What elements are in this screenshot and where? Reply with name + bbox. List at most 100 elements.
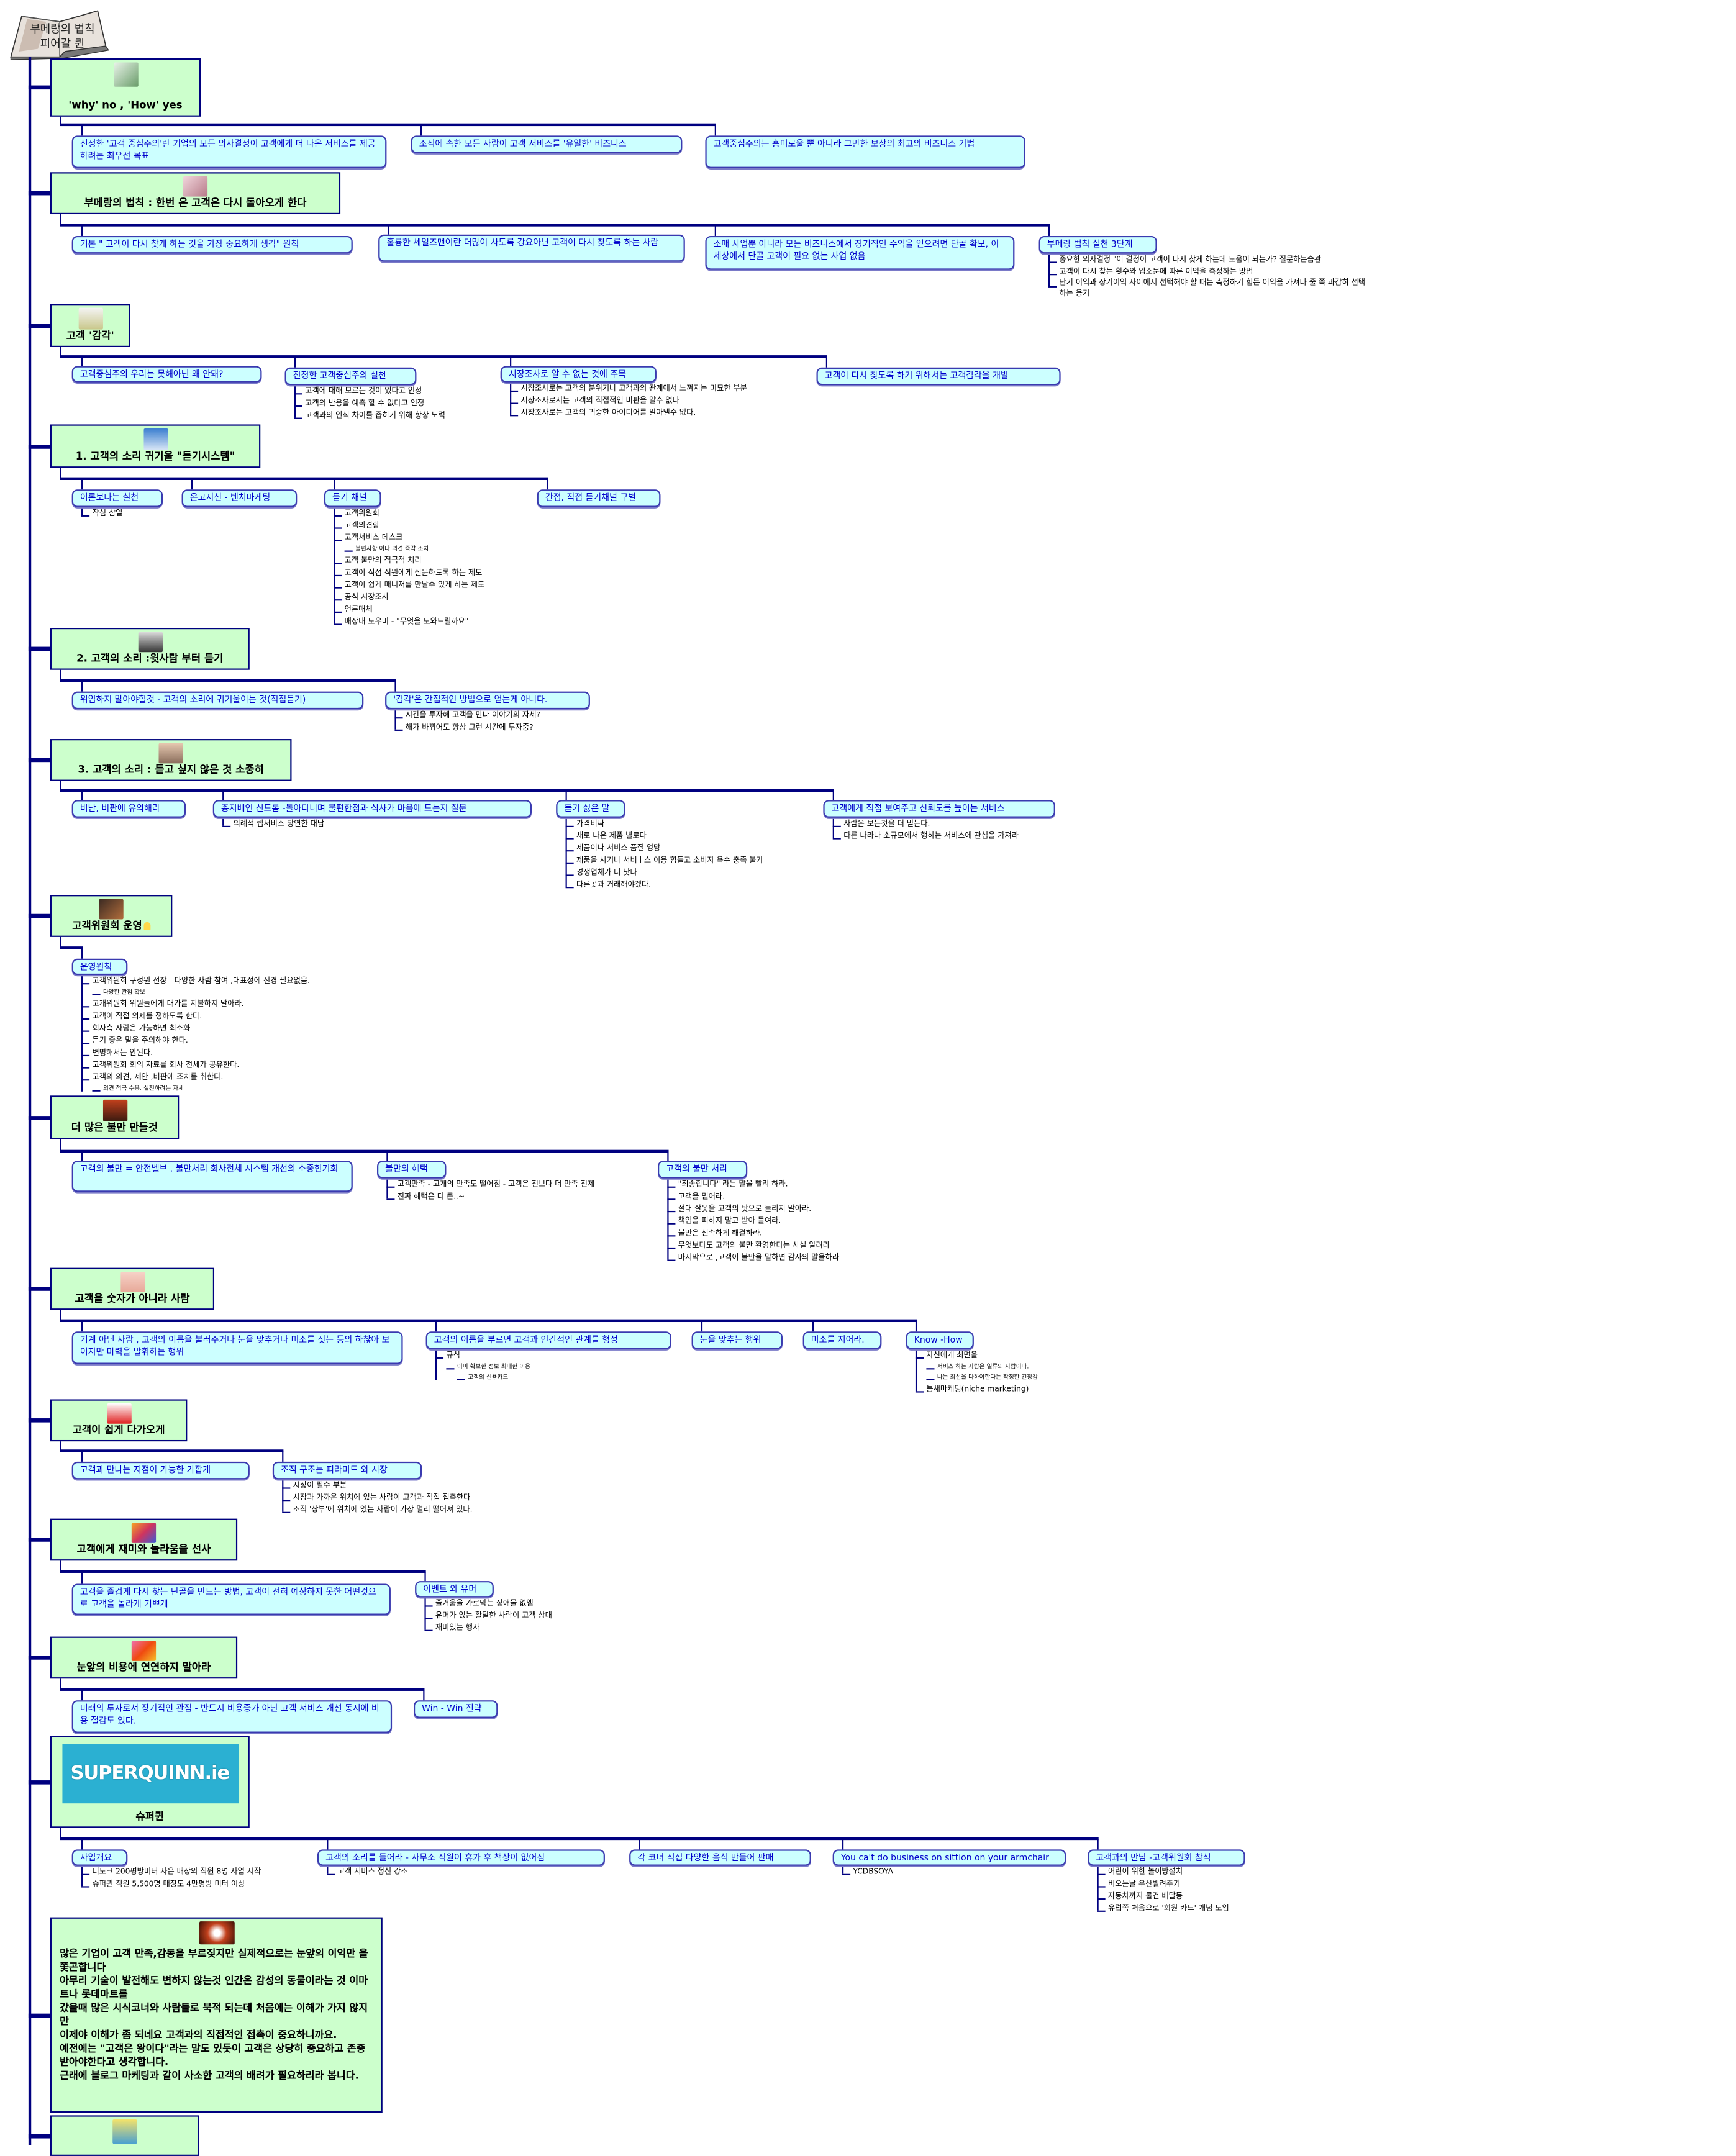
child-node[interactable]: 고객의 이름을 부르면 고객과 인간적인 관계를 형성 — [425, 1331, 671, 1349]
child-node[interactable]: 진정한 고객중심주의 실천 — [284, 367, 417, 386]
topic-node[interactable]: 2. 고객의 소리 :윗사람 부터 듣기 — [50, 628, 250, 670]
sub-item[interactable]: 중요한 의사결정 "이 결정이 고객이 다시 찾게 하는데 도움이 되는가? 질… — [1048, 255, 1371, 268]
sub-item[interactable]: 고객위원회 — [334, 509, 484, 521]
sub-item[interactable]: 경쟁업체가 더 낫다 — [565, 868, 763, 881]
child-node[interactable]: 운영원칙 — [71, 958, 128, 976]
child-node[interactable]: '감각'은 간접적인 방법으로 얻는게 아니다. — [385, 691, 590, 710]
sub-item[interactable]: 규칙 — [435, 1351, 530, 1363]
child-node[interactable]: 불만의 혜택 — [377, 1161, 447, 1179]
child-node[interactable]: 듣기 싫은 말 — [556, 800, 625, 818]
sub-item[interactable]: 시간을 투자해 고객을 만나 이야기의 자세? — [394, 710, 540, 723]
topic-node[interactable]: 3. 고객의 소리 : 듣고 싶지 않은 것 소중히 — [50, 739, 292, 781]
child-node[interactable]: 각 코너 직접 다양한 음식 만들어 판매 — [629, 1849, 811, 1866]
sub-item[interactable]: 시장조사로는 고객의 분위기나 고객과의 관계에서 느껴지는 미묘한 부분 — [510, 384, 747, 396]
child-node[interactable]: 간접, 직접 듣기채널 구별 — [537, 489, 661, 507]
sub-item[interactable]: 다양한 관점 확보 — [92, 989, 310, 999]
sub-item[interactable]: 즐거움을 가로막는 장애물 없앰 — [424, 1598, 552, 1611]
child-node[interactable]: 미소를 지어라. — [802, 1331, 882, 1349]
sub-item[interactable]: 고객의 의견, 제안 ,비판에 조치를 취한다. — [81, 1072, 310, 1085]
child-node[interactable]: 훌륭한 세일즈맨이란 더많이 사도록 강요아닌 고객이 다시 찾도록 하는 사람 — [378, 234, 685, 262]
topic-node[interactable]: 고객 '감각' — [50, 304, 130, 348]
sub-item[interactable]: 고객이 직접 직원에게 질문하도록 하는 제도 — [334, 568, 484, 581]
child-node[interactable]: 시장조사로 알 수 없는 것에 주목 — [500, 366, 657, 383]
topic-node[interactable]: 더 많은 불만 만들것 — [50, 1095, 180, 1139]
sub-item[interactable]: 어린이 위한 놀이방설치 — [1097, 1867, 1229, 1880]
sub-item[interactable]: 고객이 쉽게 매니저를 만날수 있게 하는 제도 — [334, 581, 484, 593]
sub-item[interactable]: 고객을 믿어라. — [667, 1192, 839, 1204]
child-node[interactable]: 고객의 불만 처리 — [658, 1161, 748, 1179]
topic-node[interactable]: 1. 고객의 소리 귀기울 "듣기시스템" — [50, 424, 261, 468]
topic-node[interactable]: 눈앞의 비용에 연연하지 말아라 — [50, 1636, 238, 1679]
child-node[interactable]: 조직 구조는 피라미드 와 시장 — [272, 1461, 422, 1480]
sub-item[interactable]: 고객의견함 — [334, 521, 484, 533]
topic-node[interactable]: 고객에게 재미와 놀라움을 선사 — [50, 1518, 238, 1561]
sub-item[interactable]: 언론매체 — [334, 605, 484, 617]
child-node[interactable]: 비난, 비판에 유의해라 — [71, 800, 186, 818]
topic-node[interactable] — [50, 2115, 199, 2156]
child-node[interactable]: Win - Win 전략 — [413, 1700, 498, 1718]
sub-item[interactable]: 비오는날 우산빌려주기 — [1097, 1879, 1229, 1891]
child-node[interactable]: 고객의 소리를 들어라 - 사무소 직원이 휴가 후 책상이 없어짐 — [317, 1849, 605, 1866]
topic-node[interactable]: 고객위원회 운영 — [50, 895, 173, 937]
sub-item[interactable]: 불편사항 이나 의견 즉각 조치 — [344, 545, 485, 556]
child-node[interactable]: 총지배인 신드롬 -돌아다니며 불편한점과 식사가 마음에 드는지 질문 — [212, 800, 532, 818]
sub-item[interactable]: 고객의 신용카드 — [457, 1374, 530, 1384]
topic-node[interactable]: 많은 기업이 고객 만족,감동을 부르짖지만 실제적으로는 눈앞의 이익만 을 … — [50, 1917, 383, 2113]
sub-item[interactable]: 서비스 하는 사람은 일류의 사람이다. — [926, 1363, 1038, 1374]
sub-item[interactable]: 사람은 보는것을 더 믿는다. — [832, 819, 1019, 831]
child-node[interactable]: 부메랑 법칙 실천 3단계 — [1038, 235, 1157, 254]
sub-item[interactable]: 가격비싸 — [565, 819, 763, 831]
child-node[interactable]: 조직에 속한 모든 사람이 고객 서비스를 '유일한' 비즈니스 — [411, 135, 683, 153]
sub-item[interactable]: 고객이 직접 의제를 정하도록 한다. — [81, 1012, 310, 1024]
child-node[interactable]: 고객과의 만남 -고객위원회 참석 — [1088, 1849, 1245, 1866]
topic-node[interactable]: 고객을 숫자가 아니라 사람 — [50, 1267, 215, 1310]
sub-item[interactable]: 고객 서비스 정신 강조 — [327, 1867, 408, 1880]
sub-item[interactable]: 제품이나 서비스 품질 엉망 — [565, 843, 763, 856]
sub-item[interactable]: "죄송합니다" 라는 말을 빨리 하라. — [667, 1180, 839, 1192]
child-node[interactable]: 소매 사업뿐 아니라 모든 비즈니스에서 장기적인 수익을 얻으려면 단골 확보… — [705, 235, 1015, 270]
sub-item[interactable]: 고개위원회 위원들에게 대가를 지불하지 말아라. — [81, 999, 310, 1012]
child-node[interactable]: 고객이 다시 찾도록 하기 위해서는 고객감각을 개발 — [816, 367, 1061, 386]
sub-item[interactable]: 의례적 립서비스 당연한 대답 — [222, 819, 324, 831]
child-node[interactable]: 이론보다는 실천 — [71, 489, 163, 507]
sub-item[interactable]: 고객서비스 데스크 — [334, 533, 484, 545]
topic-node[interactable]: 고객이 쉽게 다가오게 — [50, 1399, 188, 1442]
sub-item[interactable]: 회사측 사람은 가능하면 최소화 — [81, 1024, 310, 1036]
sub-item[interactable]: 해가 바뀌어도 항상 그런 시간에 투자중? — [394, 723, 540, 735]
child-node[interactable]: Know -How — [906, 1331, 974, 1349]
child-node[interactable]: 고객과 만나는 지점이 가능한 가깝게 — [71, 1461, 250, 1480]
child-node[interactable]: 진정한 '고객 중심주의'란 기업의 모든 의사결정이 고객에게 더 나은 서비… — [71, 135, 387, 168]
sub-item[interactable]: 변명해서는 안된다. — [81, 1048, 310, 1061]
sub-item[interactable]: 의견 적극 수용. 실천하려는 자세 — [92, 1085, 310, 1095]
sub-item[interactable]: 매장내 도우미 - "무엇을 도와드릴까요" — [334, 617, 484, 630]
sub-item[interactable]: 시장조사로서는 고객의 직접적인 비판을 알수 없다 — [510, 396, 747, 409]
sub-item[interactable]: 틈새마케팅(niche marketing) — [915, 1384, 1038, 1397]
sub-item[interactable]: 재미있는 행사 — [424, 1623, 552, 1636]
child-node[interactable]: 위임하지 말아야할것 - 고객의 소리에 귀기울이는 것(직접듣기) — [71, 691, 364, 710]
sub-item[interactable]: 슈퍼퀸 직원 5,500명 매장도 4만평방 미터 이상 — [81, 1879, 261, 1891]
sub-item[interactable]: 조직 '상부'에 위치에 있는 사람이 가장 멀리 떨어져 있다. — [282, 1505, 473, 1518]
sub-item[interactable]: 공식 시장조사 — [334, 592, 484, 605]
child-node[interactable]: 듣기 채널 — [324, 489, 381, 507]
topic-node[interactable]: 부메랑의 법칙 : 한번 온 고객은 다시 돌아오게 한다 — [50, 172, 341, 215]
sub-item[interactable]: 이미 확보한 정보 최대한 이용 — [446, 1363, 530, 1374]
child-node[interactable]: 미래의 투자로서 장기적인 관점 - 반드시 비용증가 아닌 고객 서비스 개선… — [71, 1700, 393, 1733]
topic-node[interactable]: 'why' no , 'How' yes — [50, 58, 201, 117]
sub-item[interactable]: 마지막으로 ,고객이 불만을 말하면 감사의 말을하라 — [667, 1253, 839, 1266]
sub-item[interactable]: 고객과의 인식 차이를 좁히기 위해 항상 노력 — [294, 411, 445, 424]
sub-item[interactable]: 고객의 반응을 예측 할 수 없다고 인정 — [294, 399, 445, 411]
sub-item[interactable]: 시장조사로는 고객의 귀중한 아이디어를 알아낼수 없다. — [510, 408, 747, 420]
sub-item[interactable]: 더도크 200평방미터 자은 매장의 직원 8명 사업 시작 — [81, 1867, 261, 1880]
sub-item[interactable]: 작심 삼일 — [81, 509, 122, 521]
sub-item[interactable]: 새로 나온 제품 별로다 — [565, 831, 763, 844]
sub-item[interactable]: 유럽쪽 처음으로 '회원 카드' 개념 도입 — [1097, 1904, 1229, 1916]
child-node[interactable]: 고객중심주의는 흥미로울 뿐 아니라 그만한 보상의 최고의 비즈니스 기법 — [705, 135, 1025, 168]
sub-item[interactable]: 진짜 혜택은 더 큰..~ — [386, 1192, 594, 1204]
child-node[interactable]: 눈을 맞추는 행위 — [691, 1331, 783, 1349]
child-node[interactable]: 고객을 즐겁게 다시 찾는 단골을 만드는 방법, 고객이 전혀 예상하지 못한… — [71, 1583, 391, 1615]
child-node[interactable]: 고객의 불만 = 안전벨브 , 불만처리 회사전체 시스템 개선의 소중한기회 — [71, 1161, 353, 1192]
sub-item[interactable]: 유머가 있는 활달한 사람이 고객 상대 — [424, 1611, 552, 1623]
child-node[interactable]: 고객중심주의 우리는 못해아닌 왜 안돼? — [71, 366, 262, 383]
sub-item[interactable]: 고객위원회 회의 자료를 회사 전체가 공유한다. — [81, 1061, 310, 1073]
sub-item[interactable]: 나는 최선을 다하야한다는 작정한 긴장감 — [926, 1374, 1038, 1384]
